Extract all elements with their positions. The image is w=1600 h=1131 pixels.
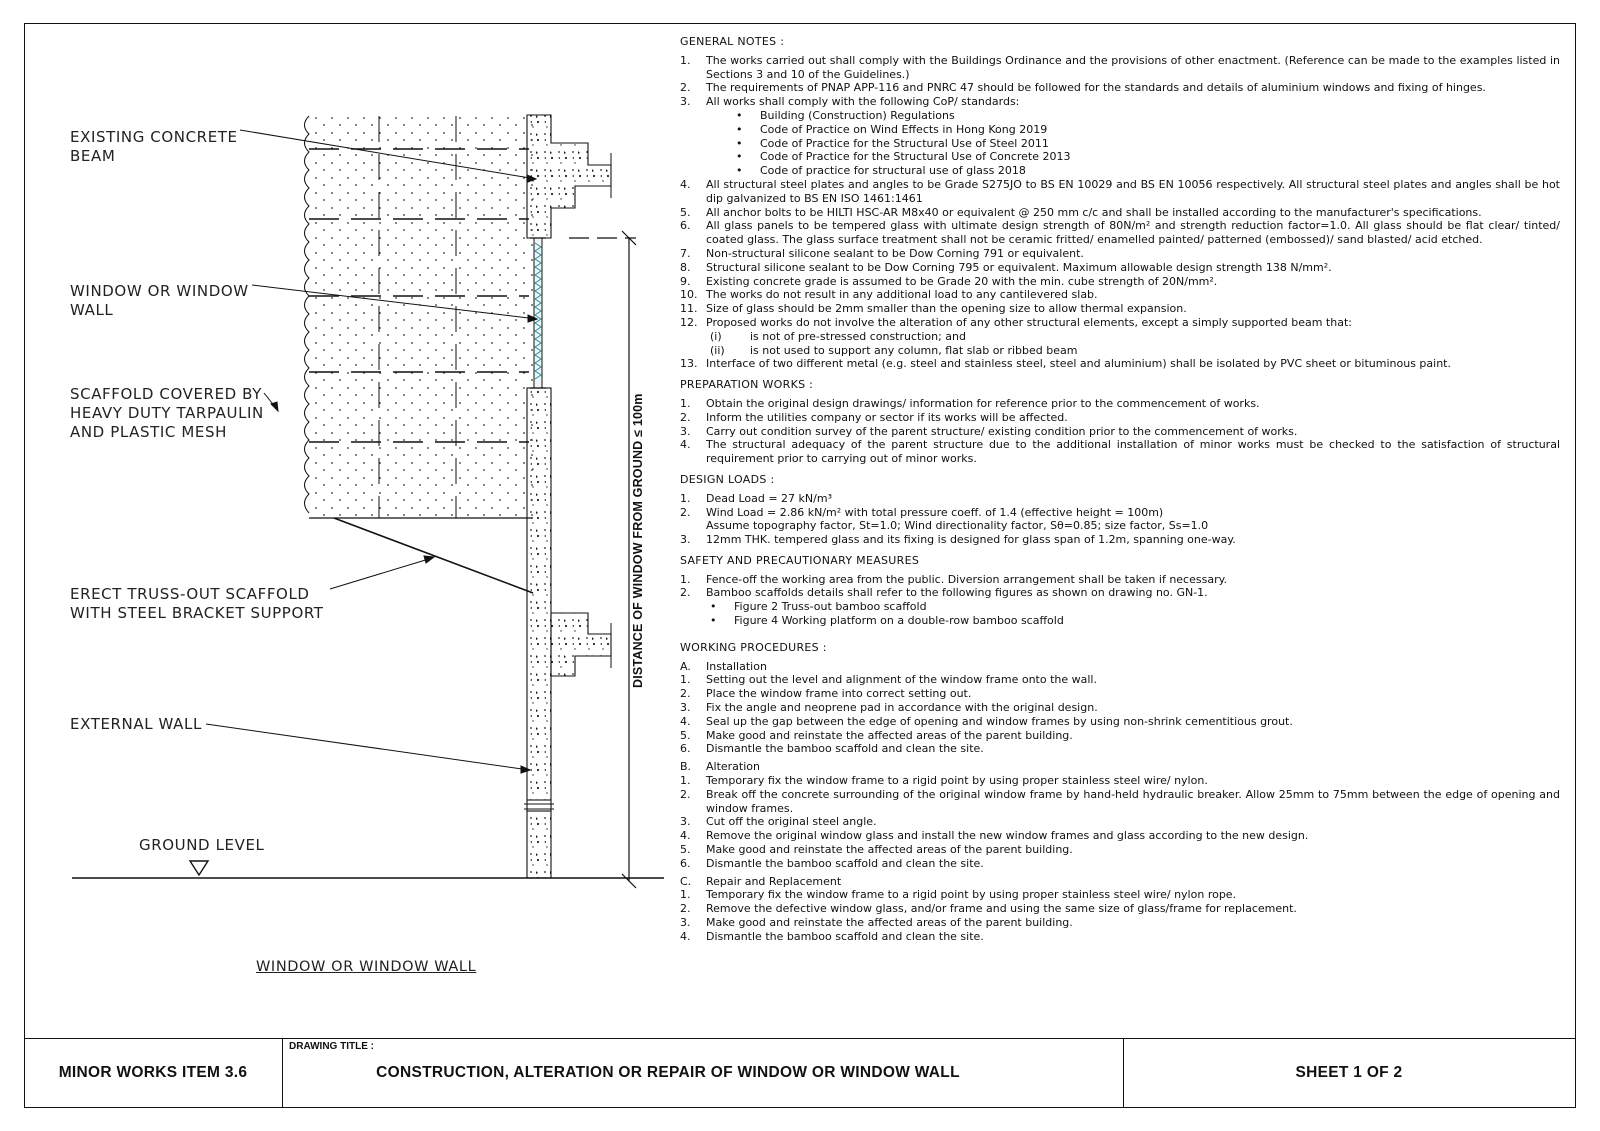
list-item: 11.Size of glass should be 2mm smaller t…	[680, 302, 1187, 316]
list-item: 1.Temporary fix the window frame to a ri…	[680, 888, 1237, 902]
list-item: 4.Dismantle the bamboo scaffold and clea…	[680, 929, 984, 943]
list-item: 2.The requirements of PNAP APP-116 and P…	[680, 81, 1486, 95]
drawing-caption: WINDOW OR WINDOW WALL	[256, 959, 477, 975]
list-item: 6.All glass panels to be tempered glass …	[680, 219, 1560, 247]
drawing-title: CONSTRUCTION, ALTERATION OR REPAIR OF WI…	[376, 1064, 960, 1081]
design-loads: DESIGN LOADS : 1.Dead Load = 27 kN/m³ 2.…	[680, 473, 1560, 547]
ground-line	[72, 860, 664, 879]
title-block: MINOR WORKS ITEM 3.6 DRAWING TITLE : CON…	[24, 1038, 1576, 1108]
list-item: 3.12mm THK. tempered glass and its fixin…	[680, 533, 1236, 547]
bullet-item: •Code of practice for structural use of …	[736, 164, 1026, 178]
bullet-item: •Figure 2 Truss-out bamboo scaffold	[710, 600, 927, 614]
list-item: 3.Carry out condition survey of the pare…	[680, 424, 1298, 438]
safety-heading: SAFETY AND PRECAUTIONARY MEASURES	[680, 553, 920, 567]
label-scaffold-covered: SCAFFOLD COVERED BY HEAVY DUTY TARPAULIN…	[70, 385, 264, 441]
list-item: Assume topography factor, St=1.0; Wind d…	[706, 519, 1209, 533]
list-item: 6.Dismantle the bamboo scaffold and clea…	[680, 742, 984, 756]
list-item: 13.Interface of two different metal (e.g…	[680, 357, 1451, 371]
list-item: 4.Remove the original window glass and i…	[680, 829, 1309, 843]
bullet-item: •Figure 4 Working platform on a double-r…	[710, 614, 1064, 628]
minor-works-item: MINOR WORKS ITEM 3.6	[58, 1064, 248, 1081]
list-item: 8.Structural silicone sealant to be Dow …	[680, 260, 1332, 274]
notes-panel: GENERAL NOTES : 1.The works carried out …	[680, 32, 1560, 944]
drawing-title-label: DRAWING TITLE :	[289, 1041, 374, 1052]
drawing-title-cell: DRAWING TITLE : CONSTRUCTION, ALTERATION…	[283, 1039, 1124, 1107]
bullet-item: •Code of Practice on Wind Effects in Hon…	[736, 122, 1048, 136]
label-ground-level: GROUND LEVEL	[139, 836, 265, 854]
external-wall	[524, 114, 612, 879]
list-item: 1.Obtain the original design drawings/ i…	[680, 396, 1260, 410]
list-item: 4.All structural steel plates and angles…	[680, 177, 1560, 205]
list-item: 3.All works shall comply with the follow…	[680, 95, 1020, 109]
sheet-number: SHEET 1 OF 2	[1295, 1064, 1403, 1081]
list-item: 12.Proposed works do not involve the alt…	[680, 315, 1352, 329]
list-item: 2.Remove the defective window glass, and…	[680, 902, 1297, 916]
procedure-group-title: B.Alteration	[680, 760, 760, 774]
list-item: 2.Bamboo scaffolds details shall refer t…	[680, 586, 1208, 600]
safety-measures: SAFETY AND PRECAUTIONARY MEASURES 1.Fenc…	[680, 554, 1560, 628]
leader-lines	[205, 129, 539, 774]
bullet-item: •Code of Practice for the Structural Use…	[736, 136, 1049, 150]
list-item: 4.Seal up the gap between the edge of op…	[680, 714, 1293, 728]
label-external-wall: EXTERNAL WALL	[70, 715, 202, 733]
preparation-works: PREPARATION WORKS : 1.Obtain the origina…	[680, 378, 1560, 466]
roman-item: (ii)is not used to support any column, f…	[710, 343, 1078, 357]
label-window-or-window-wall: WINDOW OR WINDOW WALL	[70, 282, 249, 319]
bullet-item: •Building (Construction) Regulations	[736, 108, 955, 122]
list-item: 9.Existing concrete grade is assumed to …	[680, 274, 1218, 288]
roman-item: (i)is not of pre-stressed construction; …	[710, 329, 966, 343]
general-notes: GENERAL NOTES : 1.The works carried out …	[680, 35, 1560, 371]
list-item: 3.Fix the angle and neoprene pad in acco…	[680, 701, 1098, 715]
drawing-frame	[24, 23, 1576, 1108]
item-number-cell: MINOR WORKS ITEM 3.6	[24, 1039, 283, 1107]
general-notes-heading: GENERAL NOTES :	[680, 35, 785, 48]
list-item: 1.Dead Load = 27 kN/m³	[680, 491, 832, 505]
sheet-cell: SHEET 1 OF 2	[1124, 1039, 1574, 1107]
list-item: 5.Make good and reinstate the affected a…	[680, 843, 1073, 857]
procedure-group-title: A.Installation	[680, 659, 767, 673]
bullet-item: •Code of Practice for the Structural Use…	[736, 150, 1071, 164]
working-procedures: WORKING PROCEDURES : A.Installation 1.Se…	[680, 641, 1560, 944]
list-item: 5.All anchor bolts to be HILTI HSC-AR M8…	[680, 205, 1482, 219]
list-item: 2.Place the window frame into correct se…	[680, 687, 972, 701]
list-item: 6.Dismantle the bamboo scaffold and clea…	[680, 856, 984, 870]
preparation-heading: PREPARATION WORKS :	[680, 378, 814, 392]
label-truss-out-scaffold: ERECT TRUSS-OUT SCAFFOLD WITH STEEL BRAC…	[70, 585, 324, 622]
dimension-label: DISTANCE OF WINDOW FROM GROUND ≤ 100m	[631, 393, 645, 688]
design-loads-heading: DESIGN LOADS :	[680, 472, 775, 486]
list-item: 2.Inform the utilities company or sector…	[680, 410, 1068, 424]
section-drawing: DISTANCE OF WINDOW FROM GROUND ≤ 100m	[72, 114, 664, 889]
list-item: 2.Wind Load = 2.86 kN/m² with total pres…	[680, 505, 1164, 519]
list-item: 1.Fence-off the working area from the pu…	[680, 572, 1228, 586]
list-item: 1.Temporary fix the window frame to a ri…	[680, 774, 1208, 788]
list-item: 10.The works do not result in any additi…	[680, 288, 1098, 302]
list-item: 3.Make good and reinstate the affected a…	[680, 916, 1073, 930]
procedure-group-title: C.Repair and Replacement	[680, 874, 842, 888]
label-existing-concrete-beam: EXISTING CONCRETE BEAM	[70, 128, 238, 165]
working-procedures-heading: WORKING PROCEDURES :	[680, 640, 827, 654]
list-item: 4.The structural adequacy of the parent …	[680, 438, 1560, 466]
window-glass	[530, 237, 546, 389]
list-item: 5.Make good and reinstate the affected a…	[680, 728, 1073, 742]
dimension-line: DISTANCE OF WINDOW FROM GROUND ≤ 100m	[569, 230, 645, 889]
list-item: 1.The works carried out shall comply wit…	[680, 53, 1560, 81]
list-item: 7.Non-structural silicone sealant to be …	[680, 246, 1084, 260]
scaffold	[304, 115, 534, 594]
list-item: 2.Break off the concrete surrounding of …	[680, 787, 1560, 815]
list-item: 3.Cut off the original steel angle.	[680, 815, 877, 829]
list-item: 1.Setting out the level and alignment of…	[680, 673, 1097, 687]
